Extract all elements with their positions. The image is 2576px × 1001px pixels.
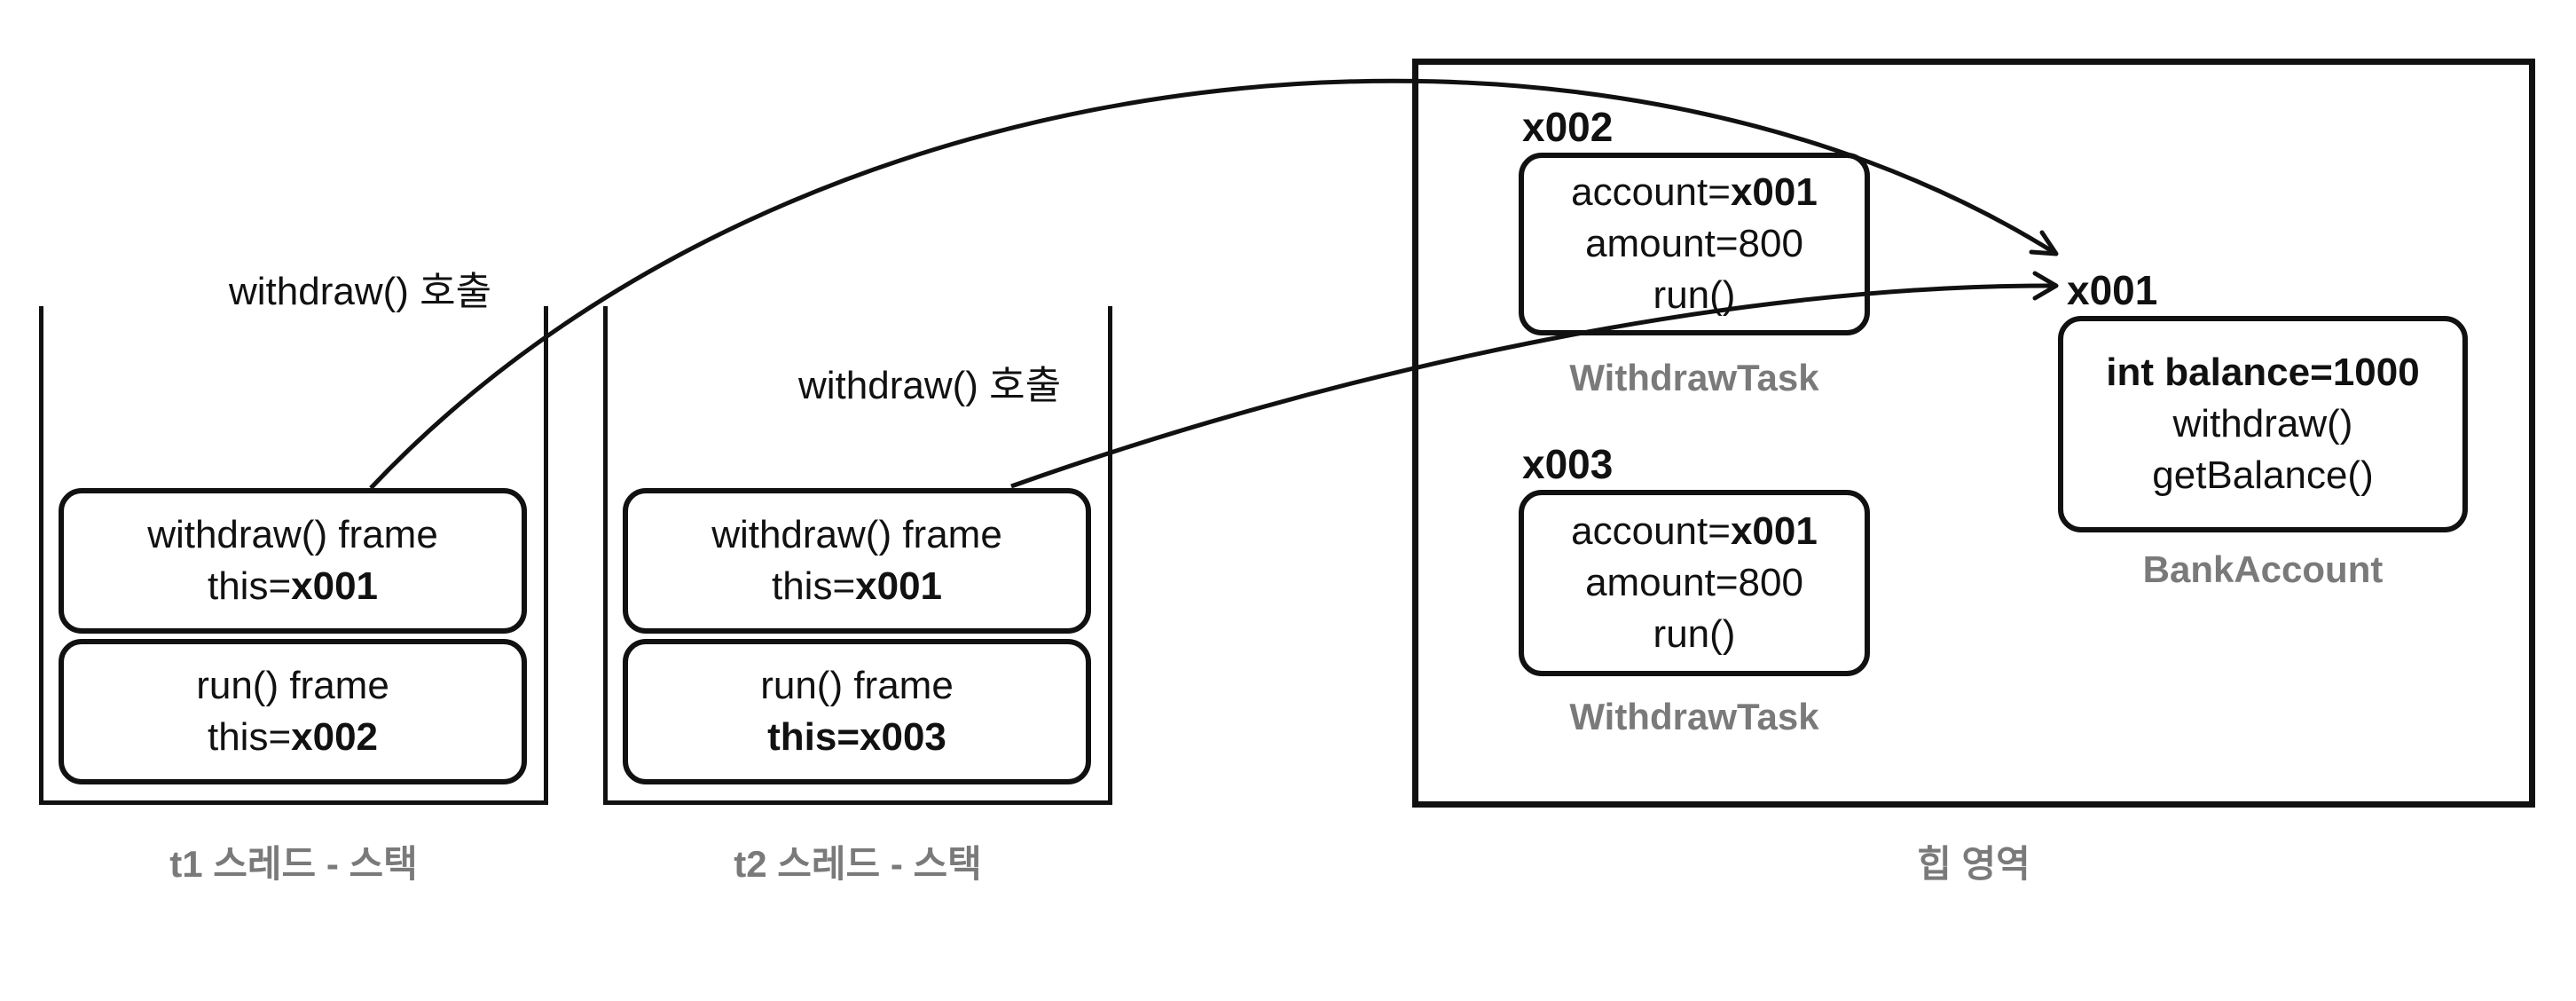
bank-account-balance-field: int balance=1000 bbox=[2106, 351, 2420, 394]
t2-withdraw-call-label: withdraw() 호출 bbox=[798, 364, 1062, 407]
t2-reference-arrow bbox=[1010, 283, 2057, 489]
t1-stack-caption: t1 스레드 - 스택 bbox=[169, 843, 418, 885]
t1-run-frame-title: run() frame bbox=[196, 664, 389, 707]
task1-object: account=x001 amount=800 run() bbox=[1519, 153, 1870, 335]
t1-arrow-head bbox=[2029, 230, 2059, 256]
t2-stack-container bbox=[603, 306, 1112, 805]
task2-object: account=x001 amount=800 run() bbox=[1519, 490, 1870, 676]
t2-stack-caption: t2 스레드 - 스택 bbox=[734, 843, 982, 885]
t2-withdraw-frame: withdraw() frame this=x001 bbox=[623, 488, 1091, 634]
heap-caption: 힙 영역 bbox=[1917, 843, 2030, 885]
t2-run-frame-title: run() frame bbox=[760, 664, 954, 707]
task1-address: x002 bbox=[1522, 104, 1614, 150]
t1-withdraw-frame: withdraw() frame this=x001 bbox=[59, 488, 527, 634]
task2-address: x003 bbox=[1522, 441, 1614, 487]
t2-arrow-head bbox=[2032, 271, 2059, 301]
t1-withdraw-frame-this: this=x001 bbox=[207, 564, 379, 608]
t1-run-frame-this: this=x002 bbox=[207, 715, 379, 759]
t2-run-frame-this: this=x003 bbox=[767, 715, 946, 759]
task2-class-name: WithdrawTask bbox=[1569, 696, 1819, 737]
bank-account-withdraw-method: withdraw() bbox=[2172, 402, 2353, 445]
bank-account-class-name: BankAccount bbox=[2142, 548, 2384, 590]
t1-reference-arrow bbox=[369, 78, 2058, 490]
t1-stack-container bbox=[39, 306, 548, 805]
bank-account-getbalance-method: getBalance() bbox=[2152, 453, 2374, 497]
task1-account-field: account=x001 bbox=[1571, 170, 1818, 214]
t1-withdraw-frame-title: withdraw() frame bbox=[147, 513, 438, 556]
t2-run-frame: run() frame this=x003 bbox=[623, 639, 1091, 784]
bank-account-object: int balance=1000 withdraw() getBalance() bbox=[2058, 316, 2468, 532]
heap-area bbox=[1412, 59, 2535, 808]
t1-run-frame: run() frame this=x002 bbox=[59, 639, 527, 784]
task1-class-name: WithdrawTask bbox=[1569, 357, 1819, 398]
task1-amount-field: amount=800 bbox=[1585, 222, 1803, 265]
bank-account-address: x001 bbox=[2067, 267, 2158, 313]
task2-account-field: account=x001 bbox=[1571, 509, 1818, 553]
t1-withdraw-call-label: withdraw() 호출 bbox=[229, 270, 492, 313]
t2-withdraw-frame-this: this=x001 bbox=[771, 564, 943, 608]
task2-amount-field: amount=800 bbox=[1585, 561, 1803, 604]
t2-withdraw-frame-title: withdraw() frame bbox=[711, 513, 1002, 556]
task2-run-method: run() bbox=[1653, 612, 1736, 656]
